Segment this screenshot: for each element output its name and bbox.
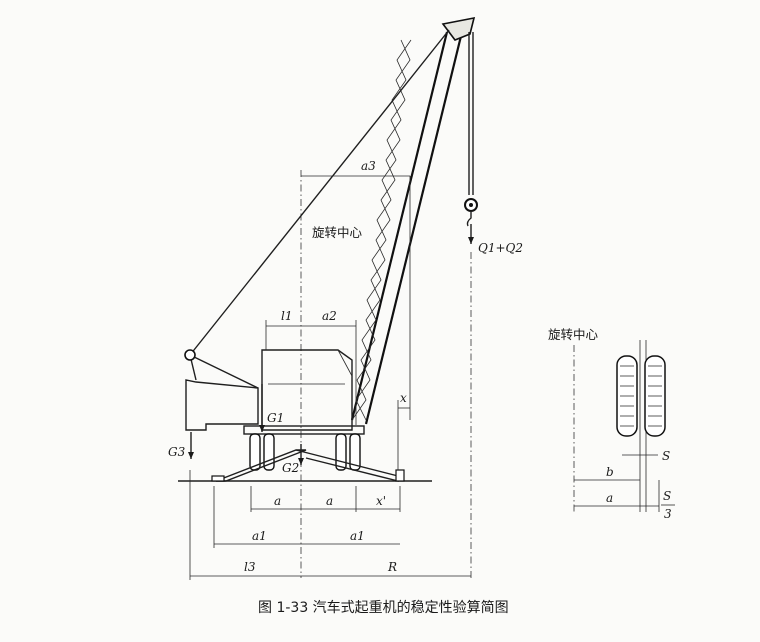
label-l1: l1 bbox=[281, 309, 292, 323]
chassis bbox=[243, 425, 365, 435]
label-R: R bbox=[387, 560, 397, 574]
label-a1-left: a1 bbox=[252, 529, 267, 543]
label-rotation-center: 旋转中心 bbox=[312, 225, 363, 240]
detail-label-s-over-3-num: S bbox=[663, 489, 671, 503]
detail-label-s-over-3-den: 3 bbox=[664, 507, 672, 521]
label-load: Q1+Q2 bbox=[478, 241, 523, 255]
dimension-lines bbox=[190, 175, 471, 577]
label-a2: a2 bbox=[322, 309, 337, 323]
rear-body bbox=[185, 379, 259, 431]
mast bbox=[184, 349, 259, 389]
label-x: x bbox=[400, 391, 407, 405]
wheel-detail bbox=[573, 340, 666, 512]
detail-label-S: S bbox=[662, 449, 670, 463]
boom bbox=[350, 16, 476, 425]
outriggers bbox=[211, 449, 405, 482]
label-a1-right: a1 bbox=[350, 529, 365, 543]
label-a-right: a bbox=[326, 494, 333, 508]
detail-label-b: b bbox=[606, 465, 614, 479]
label-x-prime: x' bbox=[376, 494, 386, 508]
figure-caption: 图 1-33 汽车式起重机的稳定性验算简图 bbox=[258, 599, 509, 616]
label-G2: G2 bbox=[282, 461, 299, 475]
detail-label-a: a bbox=[606, 491, 613, 505]
wheels bbox=[249, 433, 361, 471]
detail-rotation-center: 旋转中心 bbox=[548, 327, 599, 342]
label-a-left: a bbox=[274, 494, 281, 508]
label-l3: l3 bbox=[244, 560, 256, 574]
label-a3: a3 bbox=[361, 159, 376, 173]
hook-icon bbox=[464, 32, 478, 227]
label-G1: G1 bbox=[267, 411, 284, 425]
label-G3: G3 bbox=[168, 445, 186, 459]
pendant-line bbox=[189, 29, 450, 356]
extension-lines bbox=[189, 176, 411, 580]
